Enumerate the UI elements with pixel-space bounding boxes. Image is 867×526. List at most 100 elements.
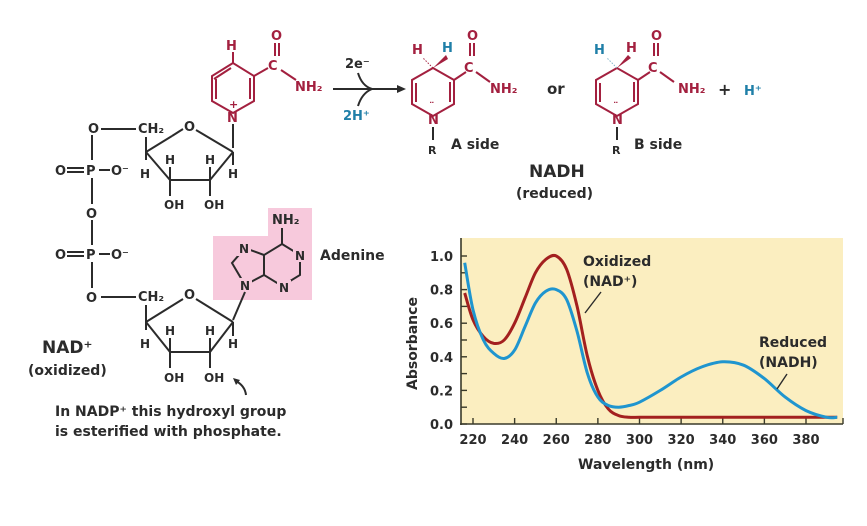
hydroxyl-oh: OH (164, 371, 184, 385)
atom-p: P (86, 248, 96, 263)
atom-o-link: O (86, 291, 97, 306)
absorbance-chart: 0.0 0.2 0.4 0.6 0.8 1.0 220 240 260 280 300 320 340… (405, 238, 844, 473)
atom-n: N (428, 113, 439, 128)
atom-h-transferred: H (442, 41, 453, 56)
nad-label: NAD⁺ (42, 338, 92, 358)
reduced-leader-line (776, 373, 788, 390)
x-tick-label: 340 (709, 433, 736, 448)
atom-h: H (205, 153, 215, 167)
x-tick-label: 320 (668, 433, 695, 448)
lone-pair: ¨ (429, 100, 435, 113)
atom-nh2: NH₂ (295, 80, 322, 95)
atom-p: P (86, 164, 96, 179)
atom-h: H (205, 324, 215, 338)
atom-h: H (228, 337, 238, 351)
atom-h: H (226, 39, 237, 54)
atom-h: H (228, 167, 238, 181)
atom-o: O (467, 29, 478, 44)
x-tick-label: 300 (626, 433, 653, 448)
oxidized-annotation: Oxidized (583, 254, 651, 270)
atom-o-bridge: O (86, 207, 97, 222)
reduced-series-line (463, 262, 838, 420)
atom-nh2: NH₂ (678, 82, 705, 97)
atom-n-plus: N (227, 111, 238, 126)
atom-o-double: O (55, 164, 66, 179)
x-tick-label: 260 (543, 433, 570, 448)
atom-n: N (612, 113, 623, 128)
atom-h-red: H (626, 41, 637, 56)
atom-ch2: CH₂ (138, 122, 164, 137)
or-label: or (547, 80, 565, 98)
x-tick-label: 240 (501, 433, 528, 448)
atom-nh2: NH₂ (272, 213, 299, 228)
atom-n: N (240, 279, 250, 293)
oxidized-leader-line (584, 291, 602, 314)
adenine-label: Adenine (320, 248, 385, 264)
reduced-annotation-sub: (NADH) (759, 355, 818, 371)
atom-nh2: NH₂ (490, 82, 517, 97)
nadp-note-line2: is esterified with phosphate. (55, 424, 282, 440)
y-tick-label: 0.6 (430, 317, 453, 332)
y-axis-ticks: 0.0 0.2 0.4 0.6 0.8 1.0 (430, 250, 467, 433)
adenine: NH₂ N N N N Adenine (213, 208, 385, 300)
atom-o: O (651, 29, 662, 44)
atom-h: H (140, 167, 150, 181)
x-axis-label: Wavelength (nm) (578, 457, 714, 473)
protons-label: 2H⁺ (343, 109, 370, 124)
lower-ribose: CH₂ O H H H H OH OH (101, 288, 247, 396)
reduced-annotation: Reduced (759, 335, 827, 351)
h-plus-label: H⁺ (744, 84, 762, 99)
y-tick-label: 0.4 (430, 351, 453, 366)
x-tick-label: 380 (792, 433, 819, 448)
hydroxyl-oh: OH (164, 198, 184, 212)
atom-h: H (140, 337, 150, 351)
lone-pair: ¨ (613, 100, 619, 113)
y-tick-label: 0.0 (430, 418, 453, 433)
y-tick-label: 1.0 (430, 250, 453, 265)
nadp-note-line1: In NADP⁺ this hydroxyl group (55, 404, 286, 420)
atom-r: R (428, 144, 437, 157)
atom-h: H (165, 153, 175, 167)
atom-h: H (165, 324, 175, 338)
pyrophosphate: O P O⁻ O O P O⁻ O (55, 135, 129, 306)
atom-h-transferred: H (594, 43, 605, 58)
a-side-label: A side (451, 137, 499, 153)
oxidized-annotation-sub: (NAD⁺) (583, 274, 637, 290)
atom-r: R (612, 144, 621, 157)
atom-c: C (464, 61, 474, 76)
x-tick-label: 220 (459, 433, 486, 448)
x-tick-label: 360 (751, 433, 778, 448)
atom-n: N (239, 242, 249, 256)
nadh-state: (reduced) (516, 186, 593, 202)
ring-oxygen: O (184, 288, 195, 303)
reaction-arrow: 2e⁻ 2H⁺ (333, 57, 406, 124)
x-tick-label: 280 (584, 433, 611, 448)
positive-charge: + (229, 98, 238, 111)
nadh-label: NADH (529, 162, 585, 182)
y-tick-label: 0.2 (430, 384, 453, 399)
atom-ch2: CH₂ (138, 290, 164, 305)
upper-ribose: O CH₂ O H H H H OH OH (88, 120, 238, 212)
nadh-b-side: H H O C NH₂ N ¨ R B side (594, 29, 705, 157)
hydroxyl-oh: OH (204, 198, 224, 212)
atom-n: N (279, 281, 289, 295)
atom-o-minus: O⁻ (111, 248, 129, 263)
b-side-label: B side (634, 137, 682, 153)
ring-oxygen: O (184, 120, 195, 135)
electrons-label: 2e⁻ (345, 57, 370, 72)
atom-o-double: O (55, 248, 66, 263)
nicotinamide-ring-oxidized: H O C NH₂ N + (211, 29, 322, 126)
arrowhead-icon (397, 85, 406, 93)
atom-c: C (648, 61, 658, 76)
x-axis-ticks: 220 240 260 280 300 320 340 360 380 (459, 418, 844, 448)
hydroxyl-oh-2prime: OH (204, 371, 224, 385)
atom-o-minus: O⁻ (111, 164, 129, 179)
y-axis-label: Absorbance (405, 297, 421, 390)
y-tick-label: 0.8 (430, 284, 453, 299)
atom-c: C (268, 59, 278, 74)
atom-o: O (271, 29, 282, 44)
nad-state: (oxidized) (28, 363, 107, 379)
atom-o-link: O (88, 122, 99, 137)
plus-sign: + (718, 80, 731, 99)
